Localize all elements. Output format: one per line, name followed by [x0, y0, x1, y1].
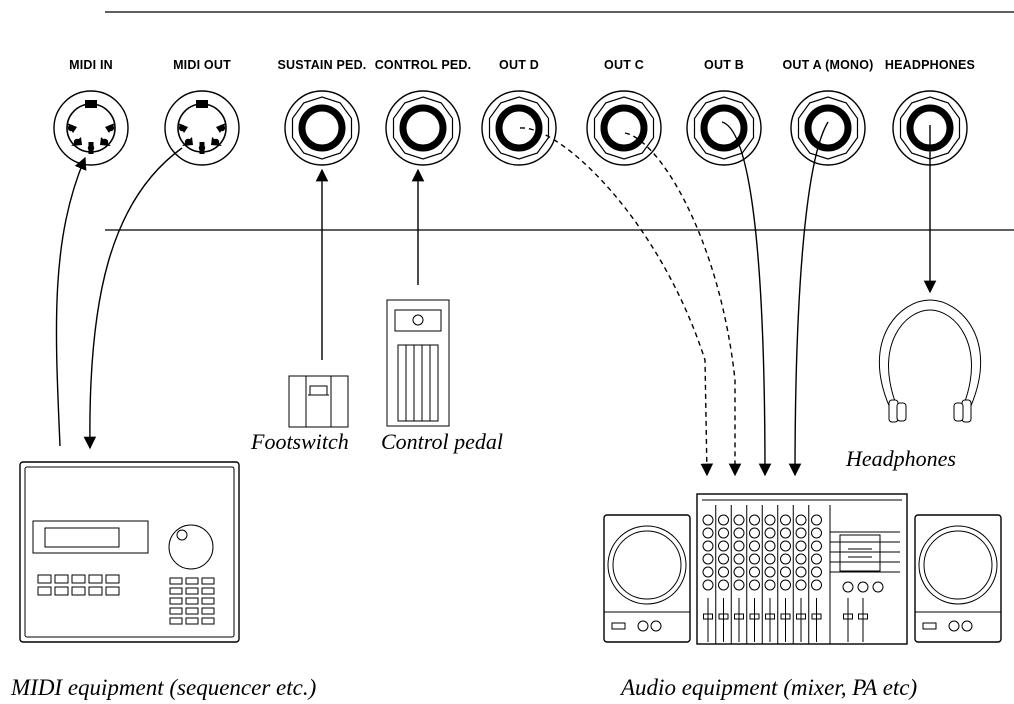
cable-midi-out [83, 147, 183, 450]
footswitch-icon [288, 375, 349, 428]
cable-midi-in [55, 156, 87, 447]
quarter-inch-jack-icon[interactable] [790, 90, 866, 166]
cable-out-c [624, 132, 742, 477]
headphones-icon [878, 299, 982, 423]
quarter-inch-jack-icon[interactable] [686, 90, 762, 166]
jack-label-sustain-ped: SUSTAIN PED. [278, 58, 367, 72]
cable-out-d [519, 127, 714, 477]
sequencer-icon [19, 461, 240, 643]
quarter-inch-jack-icon[interactable] [284, 90, 360, 166]
headphones-label: Headphones [845, 446, 956, 471]
quarter-inch-jack-icon[interactable] [481, 90, 557, 166]
quarter-inch-jack-icon[interactable] [385, 90, 461, 166]
jack-label-control-ped: CONTROL PED. [375, 58, 472, 72]
mixer-icon [696, 493, 908, 645]
audio-equipment-caption: Audio equipment (mixer, PA etc) [619, 675, 917, 700]
jack-label-midi-in: MIDI IN [69, 58, 113, 72]
footswitch-label: Footswitch [250, 429, 349, 454]
speaker-icon [603, 514, 691, 643]
din-socket-icon[interactable] [53, 90, 129, 166]
jack-label-out-a-mono: OUT A (MONO) [782, 58, 873, 72]
control-pedal-icon [386, 299, 450, 427]
din-socket-icon[interactable] [164, 90, 240, 166]
jack-label-midi-out: MIDI OUT [173, 58, 231, 72]
cable-out-a [788, 121, 829, 477]
jack-label-out-d: OUT D [499, 58, 539, 72]
midi-equipment-caption: MIDI equipment (sequencer etc.) [10, 675, 316, 700]
jack-label-headphones: HEADPHONES [885, 58, 975, 72]
quarter-inch-jack-icon[interactable] [586, 90, 662, 166]
jack-label-out-c: OUT C [604, 58, 644, 72]
jack-labels: MIDI IN MIDI OUT SUSTAIN PED. CONTROL PE… [69, 58, 975, 72]
cable-out-b [721, 121, 772, 477]
speaker-icon [914, 514, 1002, 643]
jack-label-out-b: OUT B [704, 58, 744, 72]
control-pedal-label: Control pedal [381, 429, 503, 454]
